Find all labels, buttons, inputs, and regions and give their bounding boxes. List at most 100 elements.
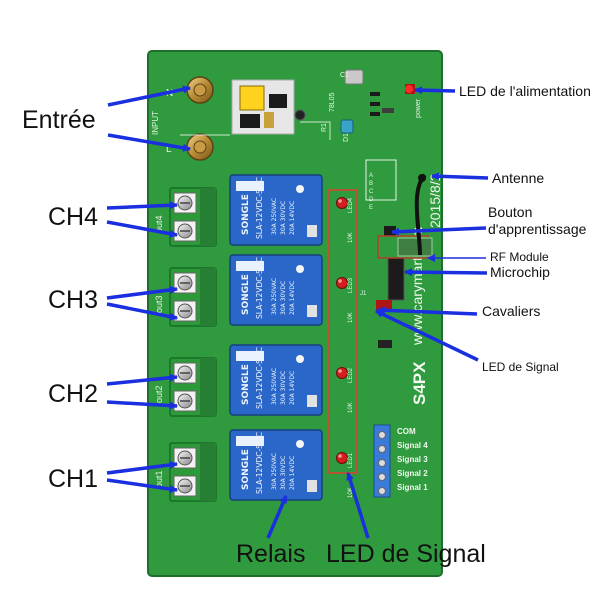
relay-spec-text: 30A 30VDC bbox=[280, 371, 287, 405]
arrow-signal-led-right bbox=[375, 309, 479, 362]
label-jumpers: Cavaliers bbox=[482, 303, 541, 319]
label-rf-module: RF Module bbox=[490, 250, 549, 264]
label-relay: Relais bbox=[236, 540, 306, 568]
pcb-traces bbox=[180, 121, 331, 140]
silk-com: COM bbox=[397, 427, 416, 436]
arrow-ch1-bottom bbox=[106, 478, 178, 493]
signal-led-2: LED2 10K bbox=[336, 367, 354, 413]
relay-model-text: SLA-12VDC-SL-C bbox=[255, 347, 264, 409]
relay-model-text: SLA-12VDC-SL-C bbox=[255, 432, 264, 494]
silk-led-label: LED1 bbox=[348, 452, 354, 468]
output-terminal-3: out3 bbox=[154, 267, 217, 327]
rf-module-board bbox=[397, 237, 433, 257]
signal-led-3: LED3 10K bbox=[336, 277, 354, 323]
arrow-jumpers bbox=[377, 306, 478, 316]
silk-d: D bbox=[369, 197, 374, 203]
signal-led-4: LED4 10K bbox=[336, 197, 354, 243]
silk-led-label: LED4 bbox=[348, 197, 354, 213]
silk-resistor-label: 10K bbox=[348, 487, 354, 498]
relay-spec-text: 20A 14VDC bbox=[289, 371, 296, 405]
silk-signal-1: Signal 1 bbox=[397, 483, 428, 492]
silk-d1: D1 bbox=[343, 133, 350, 142]
silk-resistor-label: 10K bbox=[348, 232, 354, 243]
relay-spec-text: 30A 250VAC bbox=[271, 198, 278, 235]
label-signal-led-right: LED de Signal bbox=[482, 360, 559, 374]
label-ch4: CH4 bbox=[48, 203, 99, 231]
silk-resistor-label: 10K bbox=[348, 402, 354, 413]
signal-leds-group: LED4 10K LED3 10K LED2 10K LED1 10K bbox=[336, 197, 354, 498]
capacitor bbox=[294, 109, 306, 121]
relay-spec-text: 30A 250VAC bbox=[271, 453, 278, 490]
silk-out-label: out2 bbox=[154, 385, 164, 403]
relay-spec-text: 20A 14VDC bbox=[289, 201, 296, 235]
silk-b: B bbox=[369, 181, 373, 187]
arrow-ch4-top bbox=[106, 201, 178, 210]
silk-c: C bbox=[369, 189, 374, 195]
label-signal-led-bottom: LED de Signal bbox=[326, 540, 486, 568]
arrow-ch3-bottom bbox=[106, 302, 178, 321]
power-module bbox=[231, 79, 295, 135]
silk-input: INPUT bbox=[151, 111, 160, 135]
relay-spec-text: 30A 250VAC bbox=[271, 368, 278, 405]
label-ch3: CH3 bbox=[48, 286, 99, 314]
arrow-antenna bbox=[431, 172, 489, 181]
arrow-microchip bbox=[404, 268, 488, 277]
label-power-led: LED de l'alimentation bbox=[459, 83, 591, 99]
arrow-power-led bbox=[414, 86, 456, 95]
silk-resistor-label: 10K bbox=[348, 312, 354, 323]
silk-led-label: LED2 bbox=[348, 367, 354, 383]
arrow-learn bbox=[391, 226, 487, 236]
output-terminal-1: out1 bbox=[154, 442, 217, 502]
label-ch2: CH2 bbox=[48, 380, 99, 408]
silk-out-label: out3 bbox=[154, 295, 164, 313]
label-microchip: Microchip bbox=[490, 264, 550, 280]
relay-spec-text: 30A 30VDC bbox=[280, 456, 287, 490]
relay-spec-text: 30A 30VDC bbox=[280, 281, 287, 315]
label-input: Entrée bbox=[22, 106, 96, 134]
antenna-wire bbox=[414, 173, 427, 256]
relay-model-text: SLA-12VDC-SL-C bbox=[255, 257, 264, 319]
silk-c1: C1 bbox=[340, 72, 349, 79]
voltage-regulator bbox=[340, 119, 354, 134]
relay-brand-text: SONGLE bbox=[241, 274, 251, 315]
silk-signal-4: Signal 4 bbox=[397, 441, 428, 450]
signal-led-1: LED1 10K bbox=[336, 452, 354, 498]
smd-parts bbox=[370, 92, 394, 116]
silk-signal-3: Signal 3 bbox=[397, 455, 428, 464]
silk-e: E bbox=[369, 205, 373, 211]
silk-power: power bbox=[415, 98, 422, 118]
arrow-ch3-top bbox=[106, 285, 178, 300]
arrow-input-top bbox=[107, 85, 191, 107]
arrow-led-bottom bbox=[346, 472, 370, 539]
output-terminal-4: out4 bbox=[154, 187, 217, 247]
silk-l-in: L bbox=[166, 144, 172, 155]
silk-led-label: LED3 bbox=[348, 277, 354, 293]
arrow-ch1-top bbox=[106, 460, 178, 475]
silk-model: S4PX bbox=[410, 361, 429, 405]
input-terminals bbox=[186, 76, 214, 161]
crystal bbox=[344, 69, 364, 85]
relay-model-text: SLA-12VDC-SL-C bbox=[255, 177, 264, 239]
output-terminal-2: out2 bbox=[154, 357, 217, 417]
relay-brand-text: SONGLE bbox=[241, 364, 251, 405]
arrow-ch4-bottom bbox=[106, 220, 178, 238]
relay-spec-text: 30A 250VAC bbox=[271, 278, 278, 315]
arrow-relay bbox=[266, 495, 288, 539]
relay-spec-text: 20A 14VDC bbox=[289, 281, 296, 315]
relay-brand-text: SONGLE bbox=[241, 194, 251, 235]
silk-j1: J1 bbox=[360, 291, 367, 297]
arrow-ch2-top bbox=[106, 373, 178, 386]
relay-spec-text: 20A 14VDC bbox=[289, 456, 296, 490]
silk-78l05: 78L05 bbox=[329, 92, 336, 112]
silk-out-label: out4 bbox=[154, 215, 164, 233]
power-led-part bbox=[405, 84, 415, 94]
relay-spec-text: 30A 30VDC bbox=[280, 201, 287, 235]
silk-a: A bbox=[369, 173, 373, 179]
